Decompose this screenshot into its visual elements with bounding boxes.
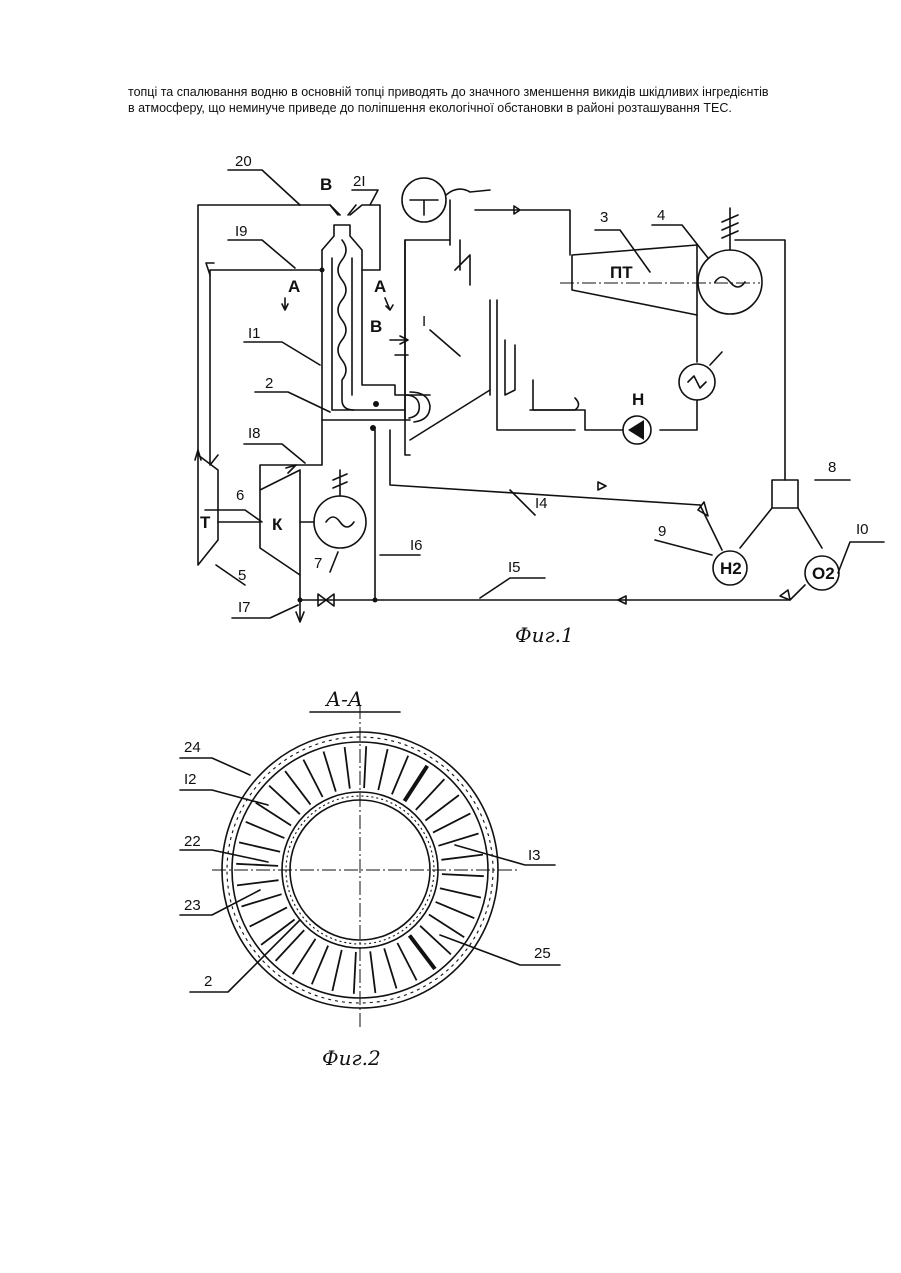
fin: [345, 747, 350, 789]
fin: [293, 939, 316, 974]
fin: [429, 915, 464, 938]
fin: [436, 902, 475, 918]
fin: [410, 935, 435, 969]
label-24: 24: [184, 739, 201, 756]
fin: [441, 855, 483, 860]
fin: [416, 779, 445, 810]
fin: [440, 888, 481, 897]
fin: [442, 874, 484, 876]
label-25: 25: [534, 945, 551, 962]
fin: [312, 946, 328, 985]
section-title: А-А: [324, 687, 363, 711]
fin: [354, 952, 356, 994]
fin: [269, 786, 300, 815]
label-22: 22: [184, 833, 201, 850]
fin: [420, 926, 451, 955]
fin: [392, 756, 408, 795]
fin: [332, 950, 341, 991]
fin: [405, 766, 428, 801]
fin: [239, 842, 280, 851]
fin: [250, 907, 287, 926]
fin: [425, 795, 459, 820]
fin: [303, 760, 322, 797]
fin: [256, 803, 291, 826]
fin: [236, 864, 278, 866]
label-13: I3: [528, 847, 541, 864]
label-23: 23: [184, 897, 201, 914]
figure-2-caption: Фиг.2: [322, 1046, 381, 1070]
label-12: I2: [184, 771, 197, 788]
fin: [364, 746, 366, 788]
fin: [384, 948, 396, 988]
fin: [237, 880, 279, 885]
fin: [370, 951, 375, 993]
fin: [285, 771, 310, 805]
label-2b: 2: [204, 973, 212, 990]
fin: [433, 813, 470, 832]
fin: [246, 822, 285, 838]
fin: [276, 930, 305, 961]
fin: [324, 752, 336, 792]
figure-2-labels: 24 I2 22 23 2 I3 25 Фиг.2: [184, 739, 551, 1070]
fin: [397, 943, 416, 980]
fin: [378, 749, 387, 790]
fin: [438, 834, 478, 846]
